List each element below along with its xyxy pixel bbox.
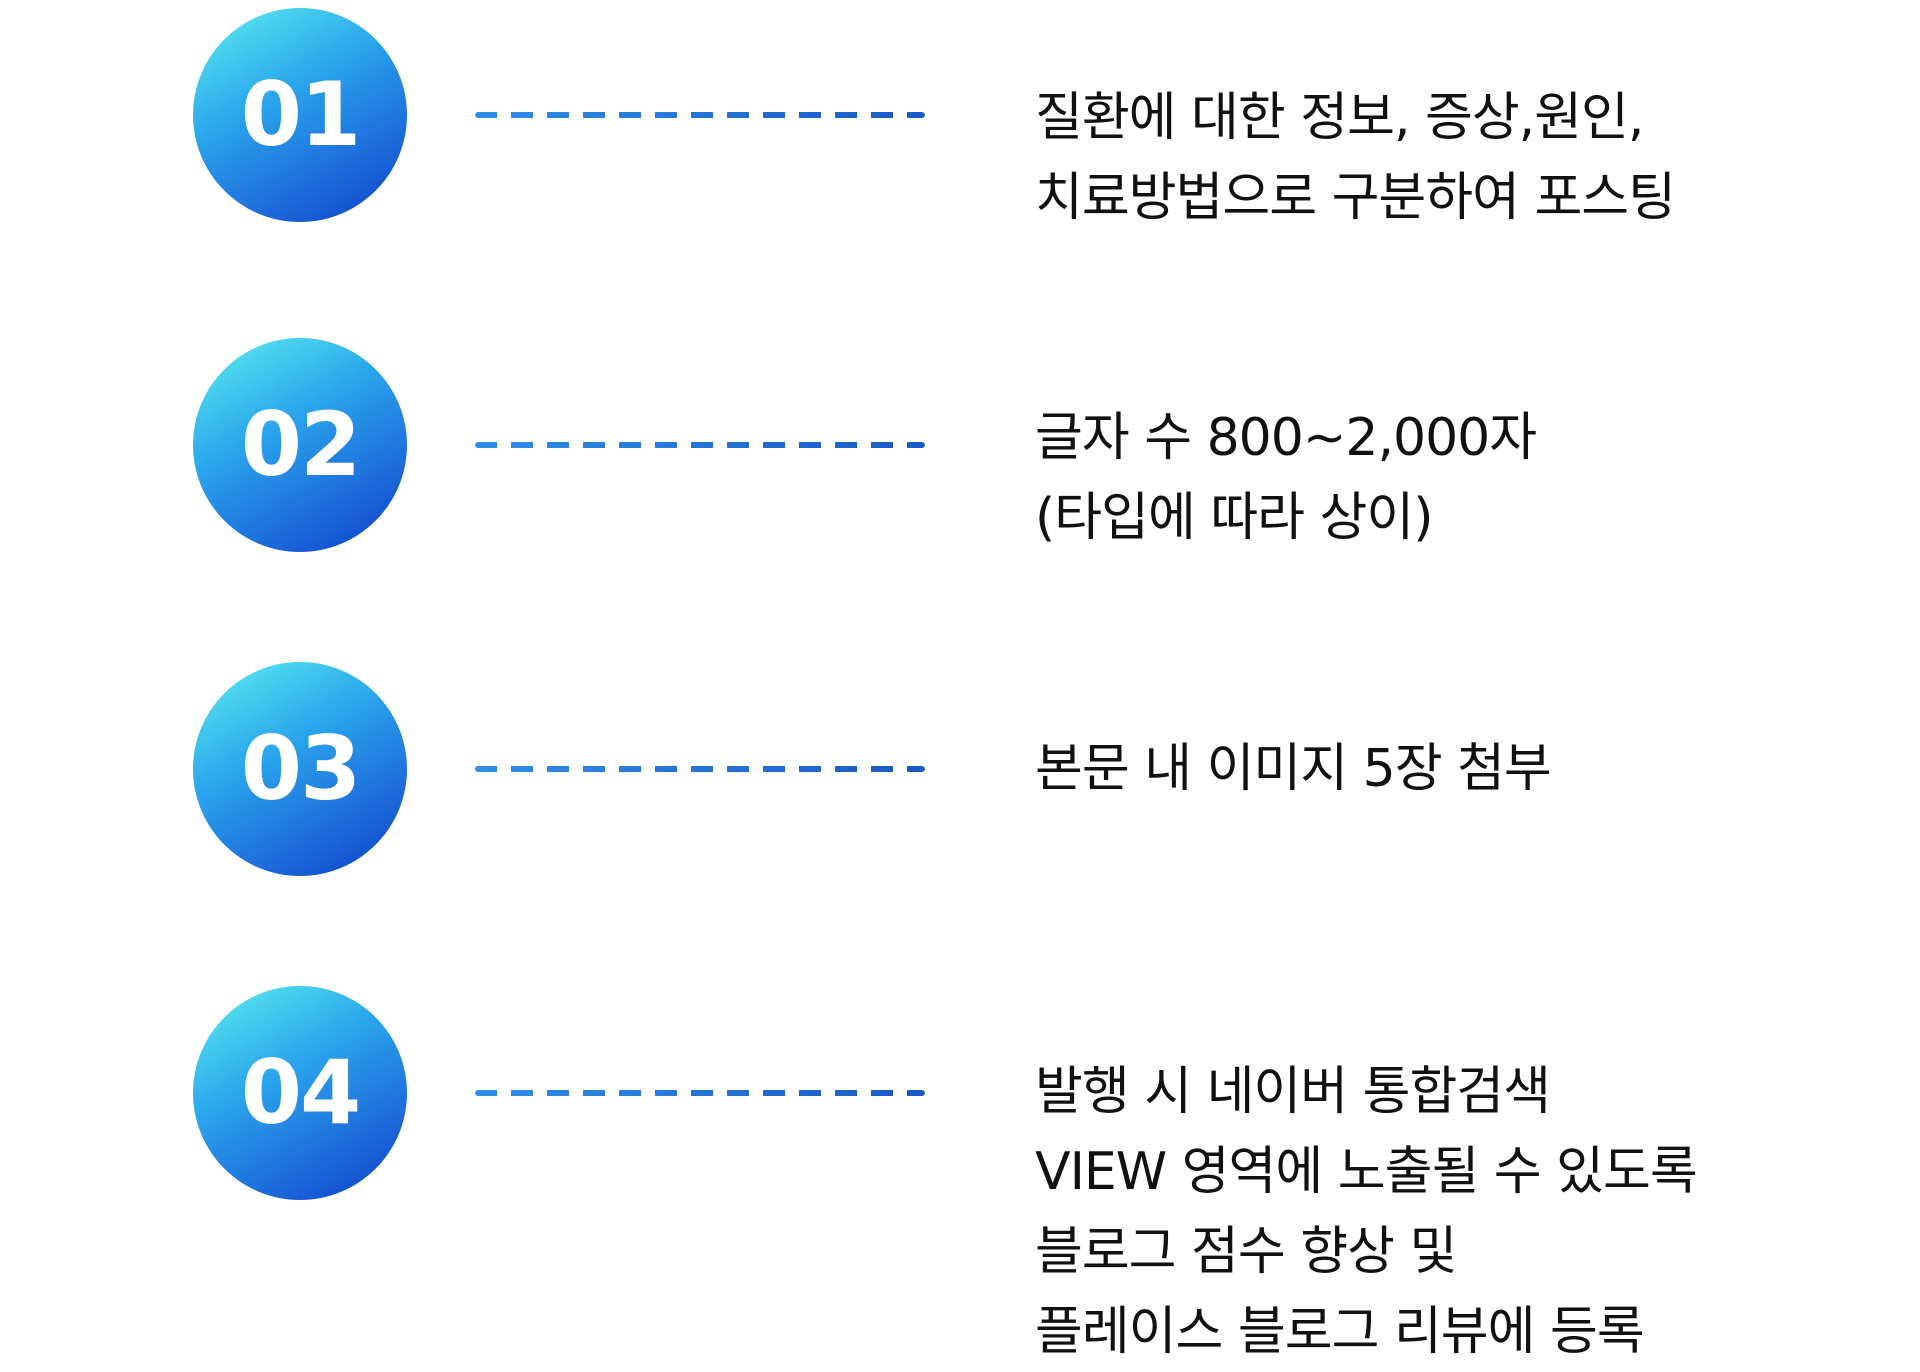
step-description: 글자 수 800~2,000자 (타입에 따라 상이) — [1035, 398, 1895, 558]
step-description: 질환에 대한 정보, 증상,원인, 치료방법으로 구분하여 포스팅 — [1035, 78, 1895, 238]
step-description-line: 글자 수 800~2,000자 — [1035, 408, 1537, 468]
step-number: 02 — [240, 393, 361, 496]
step-description-line: (타입에 따라 상이) — [1035, 488, 1434, 548]
step-number: 04 — [240, 1041, 361, 1144]
step-description: 발행 시 네이버 통합검색 VIEW 영역에 노출될 수 있도록 블로그 점수 … — [1035, 1052, 1895, 1372]
dashed-connector — [475, 442, 925, 448]
step-description-line: 본문 내 이미지 5장 첨부 — [1035, 739, 1552, 799]
step-description: 본문 내 이미지 5장 첨부 — [1035, 729, 1895, 809]
step-description-line: 발행 시 네이버 통합검색 — [1035, 1062, 1551, 1122]
step-number: 01 — [240, 63, 361, 166]
step-number-badge: 04 — [193, 986, 407, 1200]
dashed-connector — [475, 766, 925, 772]
step-description-line: VIEW 영역에 노출될 수 있도록 — [1035, 1142, 1698, 1202]
step-description-line: 질환에 대한 정보, 증상,원인, — [1035, 88, 1644, 148]
step-description-line: 치료방법으로 구분하여 포스팅 — [1035, 168, 1676, 228]
step-number-badge: 02 — [193, 338, 407, 552]
step-number-badge: 01 — [193, 8, 407, 222]
step-number-badge: 03 — [193, 662, 407, 876]
dashed-connector — [475, 1090, 925, 1096]
step-description-line: 블로그 점수 향상 및 — [1035, 1222, 1457, 1282]
step-description-line: 플레이스 블로그 리뷰에 등록 — [1035, 1302, 1645, 1362]
step-number: 03 — [240, 717, 361, 820]
dashed-connector — [475, 112, 925, 118]
